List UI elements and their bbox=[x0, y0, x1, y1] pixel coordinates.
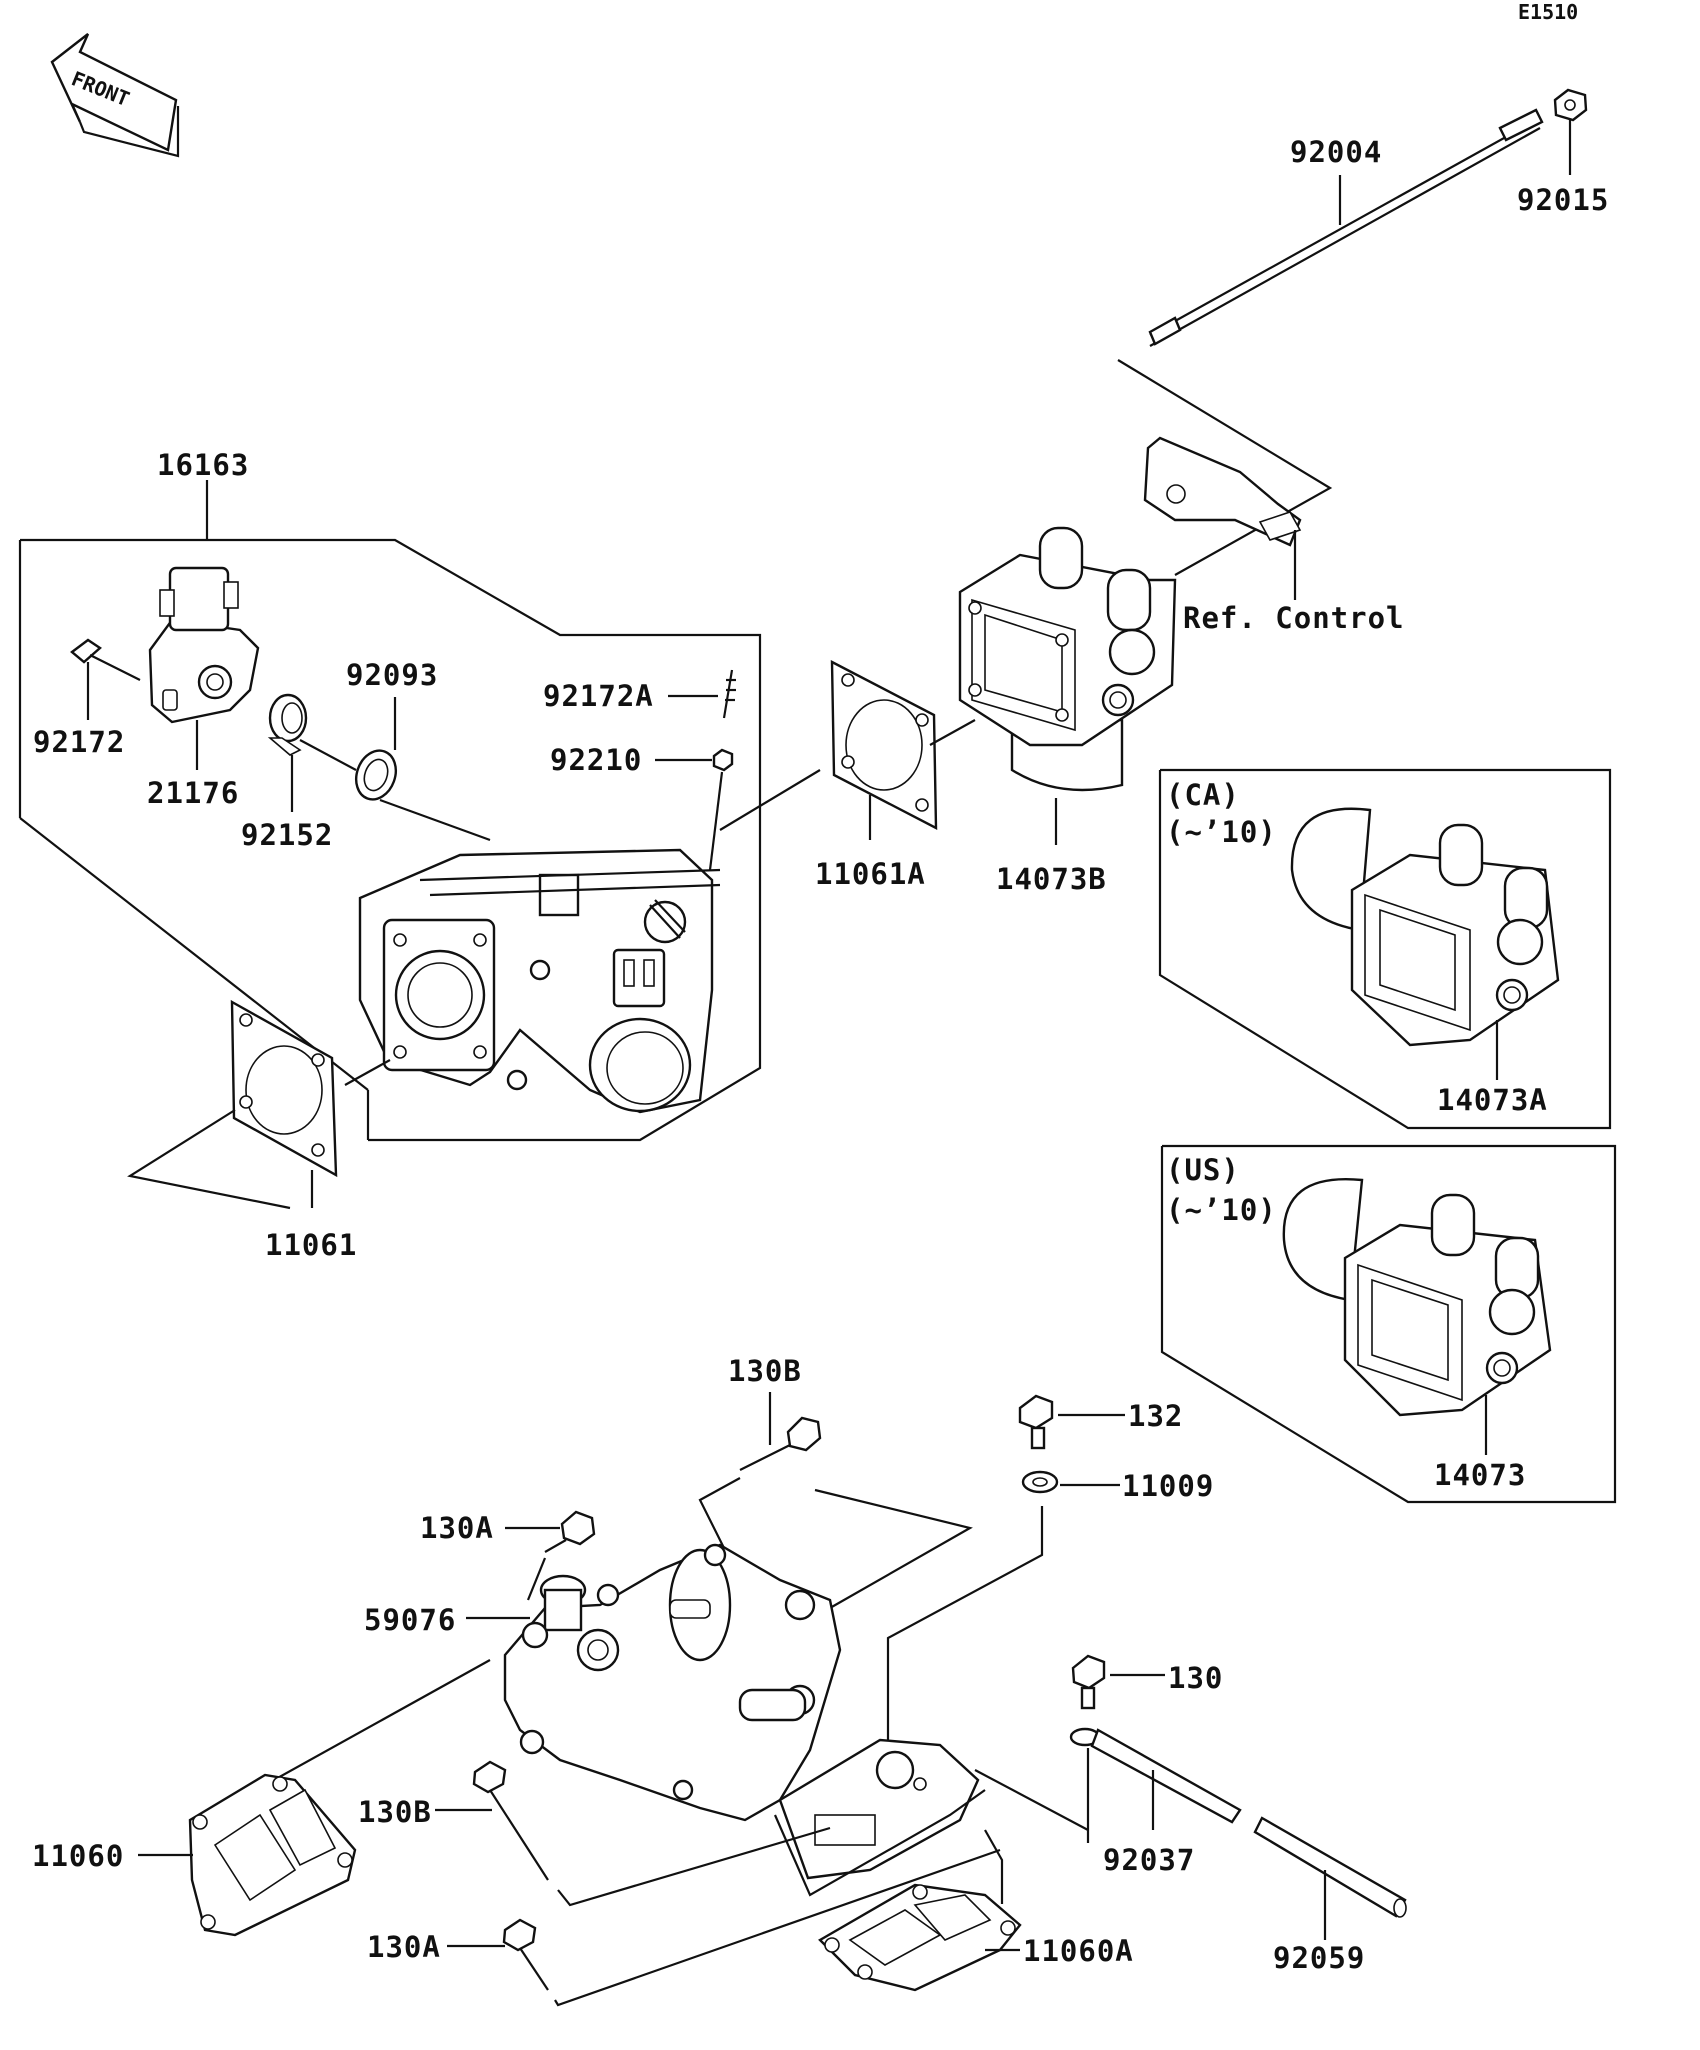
label-130A-bottom: 130A bbox=[367, 1930, 441, 1964]
label-92210: 92210 bbox=[550, 743, 642, 777]
label-92172: 92172 bbox=[33, 725, 125, 759]
label-92172A: 92172A bbox=[543, 679, 654, 713]
oring-92093 bbox=[355, 749, 397, 801]
sensor-21176 bbox=[148, 566, 260, 724]
gasket-11060 bbox=[188, 1773, 357, 1937]
joint-14073B bbox=[958, 526, 1177, 792]
label-130: 130 bbox=[1168, 1661, 1223, 1695]
bolt-132 bbox=[1018, 1394, 1054, 1450]
outlet-fitting bbox=[778, 1738, 980, 1880]
us-region: (US) bbox=[1166, 1153, 1240, 1187]
label-16163: 16163 bbox=[157, 448, 249, 482]
joint-14073A bbox=[1290, 807, 1560, 1047]
gasket-11060A bbox=[818, 1883, 1022, 1992]
front-arrow-icon: FRONT bbox=[50, 33, 180, 158]
label-130B-top: 130B bbox=[728, 1354, 802, 1388]
ca-years: (~’10) bbox=[1166, 815, 1277, 849]
throttle-body bbox=[358, 848, 721, 1114]
label-11060: 11060 bbox=[32, 1839, 124, 1873]
pipe-92059 bbox=[1253, 1816, 1407, 1918]
label-92093: 92093 bbox=[346, 658, 438, 692]
washer-11009 bbox=[1021, 1470, 1059, 1494]
us-years: (~’10) bbox=[1166, 1193, 1277, 1227]
control-bracket bbox=[1143, 436, 1302, 547]
stud-92172A bbox=[722, 669, 736, 719]
bolt-130A-top bbox=[544, 1510, 596, 1553]
screw-92172 bbox=[70, 638, 141, 681]
label-92059: 92059 bbox=[1273, 1941, 1365, 1975]
gasket-11061 bbox=[230, 999, 338, 1178]
label-11061: 11061 bbox=[265, 1228, 357, 1262]
nut-92015 bbox=[1553, 88, 1588, 175]
label-130A-top: 130A bbox=[420, 1511, 494, 1545]
rod-92004 bbox=[1148, 108, 1544, 347]
ca-region: (CA) bbox=[1166, 778, 1240, 812]
diagram-code: E1510 bbox=[1518, 0, 1578, 24]
label-92037: 92037 bbox=[1103, 1843, 1195, 1877]
label-11060A: 11060A bbox=[1023, 1934, 1134, 1968]
bolt-130B-top bbox=[739, 1416, 822, 1471]
label-92004: 92004 bbox=[1290, 135, 1382, 169]
label-59076: 59076 bbox=[364, 1603, 456, 1637]
joint-14073 bbox=[1282, 1177, 1552, 1417]
bolt-130B-bottom bbox=[472, 1760, 549, 1881]
label-14073: 14073 bbox=[1434, 1458, 1526, 1492]
band-92037 bbox=[1069, 1727, 1242, 1824]
label-92015: 92015 bbox=[1517, 183, 1609, 217]
label-14073B: 14073B bbox=[996, 862, 1107, 896]
bolt-130 bbox=[1071, 1654, 1106, 1710]
label-14073A: 14073A bbox=[1437, 1083, 1548, 1117]
nut-92210 bbox=[712, 748, 734, 772]
label-132: 132 bbox=[1128, 1399, 1183, 1433]
pump-cover-59076 bbox=[503, 1543, 842, 1822]
label-21176: 21176 bbox=[147, 776, 239, 810]
ref-control-label: Ref. Control bbox=[1183, 601, 1405, 635]
label-92152: 92152 bbox=[241, 818, 333, 852]
gasket-11061A bbox=[830, 660, 938, 830]
bolt-130A-bottom bbox=[502, 1918, 549, 1991]
label-11009: 11009 bbox=[1122, 1469, 1214, 1503]
clip-92152 bbox=[267, 693, 308, 756]
label-11061A: 11061A bbox=[815, 857, 926, 891]
label-130B-bottom: 130B bbox=[358, 1795, 432, 1829]
